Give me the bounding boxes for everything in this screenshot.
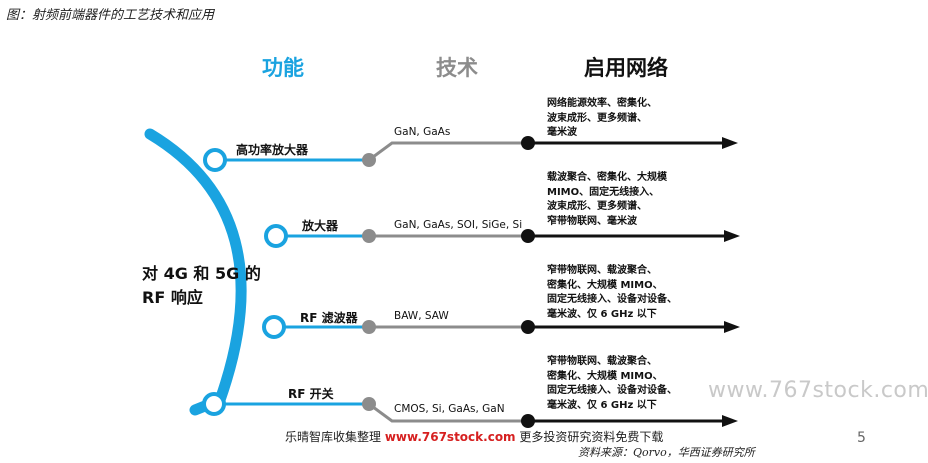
source-note: 资料来源：Qorvo，华西证券研究所: [578, 446, 755, 459]
component-label-hpa: 高功率放大器: [236, 143, 309, 157]
footer-suffix: 更多投资研究资料免费下载: [515, 430, 664, 444]
row4-blue-node: [202, 392, 226, 416]
center-title: 对 4G 和 5G 的 RF 响应: [142, 262, 261, 310]
footer-url-link[interactable]: www.767stock.com: [384, 430, 516, 444]
network-line: 载波聚合、密集化、大规模: [547, 172, 667, 183]
component-label-amplifier: 放大器: [302, 219, 339, 233]
watermark-text: www.767stock.com: [708, 378, 928, 403]
blue-arc: [144, 128, 247, 416]
technology-label-rf-filter: BAW, SAW: [394, 310, 449, 322]
network-block-rf-filter: 窄带物联网、载波聚合、 密集化、大规模 MIMO、 固定无线接入、设备对设备、 …: [547, 264, 677, 322]
figure-caption: 图：射频前端器件的工艺技术和应用: [6, 8, 215, 23]
page-number: 5: [857, 430, 866, 446]
row3-gray-node: [362, 320, 376, 334]
network-line: 毫米波、仅 6 GHz 以下: [547, 308, 657, 320]
row3-arrowhead: [724, 321, 740, 333]
row4-arrowhead: [722, 415, 738, 427]
row2-black-node: [521, 229, 535, 243]
row1-blue-node: [203, 148, 227, 172]
header-technology: 技术: [436, 56, 478, 80]
network-line: 波束成形、更多频谱、: [547, 201, 647, 212]
row2-blue-node: [264, 224, 288, 248]
network-line: 密集化、大规模 MIMO、: [547, 279, 663, 291]
row3-black-node: [521, 320, 535, 334]
row3-blue-node: [262, 315, 286, 339]
row4-black-node: [521, 414, 535, 428]
network-line: 毫米波: [547, 127, 577, 138]
header-network: 启用网络: [584, 56, 668, 80]
row1-black-node: [521, 136, 535, 150]
technology-label-rf-switch: CMOS, Si, GaAs, GaN: [394, 403, 505, 415]
technology-label-amplifier: GaN, GaAs, SOI, SiGe, Si: [394, 219, 523, 231]
network-block-rf-switch: 窄带物联网、载波聚合、 密集化、大规模 MIMO、 固定无线接入、设备对设备、 …: [547, 355, 677, 413]
center-title-line-1: 对 4G 和 5G 的: [142, 264, 261, 283]
center-title-line-2: RF 响应: [142, 288, 203, 307]
network-line: 固定无线接入、设备对设备、: [547, 294, 677, 305]
row4-gray-line: [368, 402, 528, 423]
row2-gray-node: [362, 229, 376, 243]
network-line: 网络能源效率、密集化、: [547, 98, 657, 109]
component-label-rf-switch: RF 开关: [288, 387, 334, 401]
network-line: MIMO、固定无线接入、: [547, 186, 660, 198]
network-block-amplifier: 载波聚合、密集化、大规模 MIMO、固定无线接入、 波束成形、更多频谱、 窄带物…: [547, 171, 667, 229]
network-line: 固定无线接入、设备对设备、: [547, 385, 677, 396]
network-line: 毫米波、仅 6 GHz 以下: [547, 399, 657, 411]
technology-label-hpa: GaN, GaAs: [394, 126, 451, 138]
row1-gray-line: [368, 141, 528, 162]
network-line: 窄带物联网、毫米波: [547, 215, 637, 227]
row4-gray-node: [362, 397, 376, 411]
network-block-hpa: 网络能源效率、密集化、 波束成形、更多频谱、 毫米波: [547, 97, 657, 141]
network-line: 窄带物联网、载波聚合、: [547, 265, 657, 276]
footer-band: 乐晴智库收集整理 www.767stock.com 更多投资研究资料免费下载: [285, 428, 663, 445]
row2-arrowhead: [724, 230, 740, 242]
component-label-rf-filter: RF 滤波器: [300, 311, 358, 325]
footer-prefix: 乐晴智库收集整理: [285, 430, 385, 444]
row1-gray-node: [362, 153, 376, 167]
network-line: 窄带物联网、载波聚合、: [547, 356, 657, 367]
network-line: 波束成形、更多频谱、: [547, 112, 647, 124]
row1-arrowhead: [722, 137, 738, 149]
network-line: 密集化、大规模 MIMO、: [547, 370, 663, 382]
header-function: 功能: [262, 56, 304, 80]
